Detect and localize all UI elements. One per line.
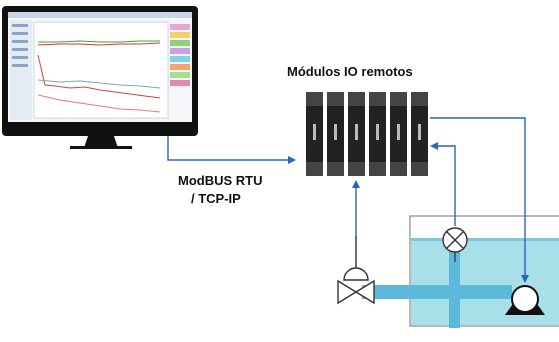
io-module-icon <box>390 92 407 176</box>
sensor-signal-line <box>430 142 456 226</box>
process-pipes <box>362 250 512 328</box>
monitor-icon <box>2 6 198 149</box>
modbus-link <box>167 136 296 164</box>
io-modules <box>306 92 428 176</box>
modules-label: Módulos IO remotos <box>287 64 413 79</box>
io-module-icon <box>327 92 344 176</box>
protocol-label-line2: / TCP-IP <box>191 191 241 206</box>
io-module-icon <box>306 92 323 176</box>
valve-icon <box>337 236 375 305</box>
io-module-icon <box>411 92 428 176</box>
pump-control-line <box>430 117 529 283</box>
pump-icon <box>505 285 545 315</box>
io-module-icon <box>369 92 386 176</box>
sensor-icon <box>442 227 468 262</box>
io-module-icon <box>348 92 365 176</box>
protocol-label-line1: ModBUS RTU <box>178 173 263 188</box>
